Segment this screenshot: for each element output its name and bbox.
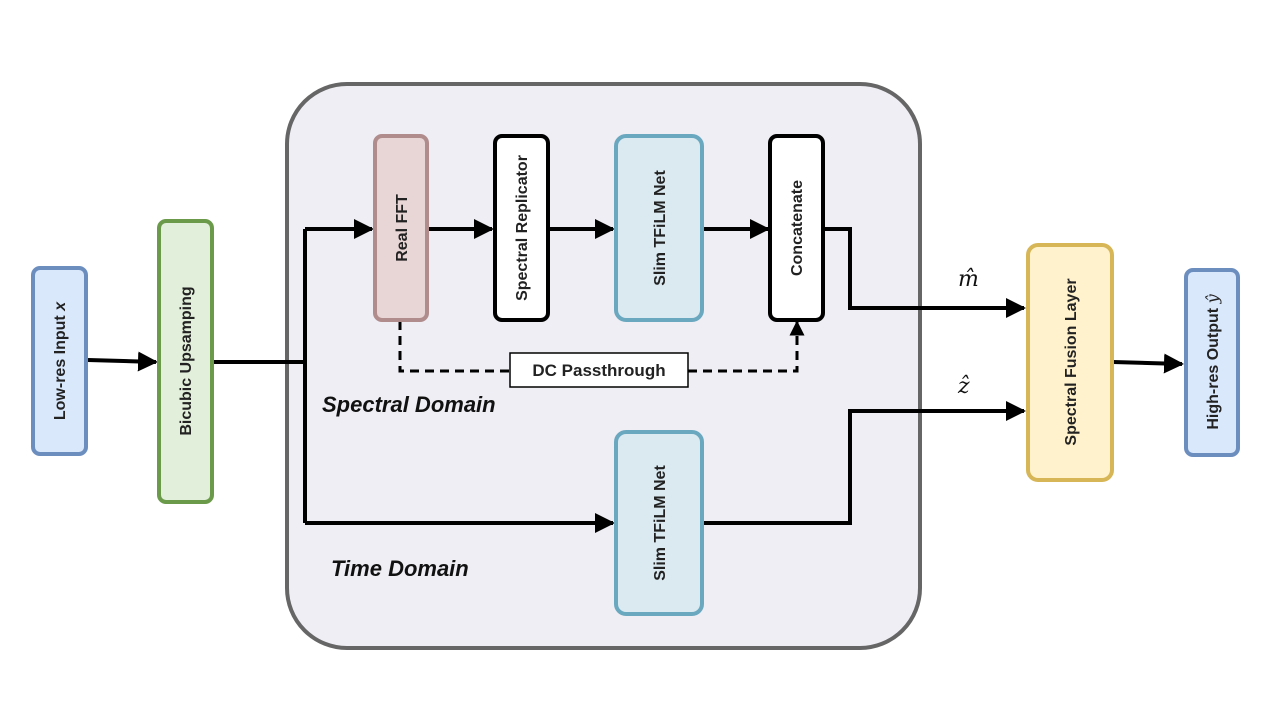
highres-output-block bbox=[1184, 268, 1240, 457]
real-fft-label: Real FFT bbox=[394, 194, 411, 262]
m-hat-label: m̂ bbox=[958, 267, 979, 292]
dc-passthrough-label: DC Passthrough bbox=[532, 361, 665, 380]
concatenate-block bbox=[768, 134, 825, 322]
dc-passthrough-path bbox=[398, 320, 805, 373]
slim-tfilm-time-label: Slim TFiLM Net bbox=[652, 465, 669, 581]
highres-output-var: ŷ bbox=[1203, 293, 1222, 304]
dc-passthrough-box bbox=[509, 352, 689, 388]
highres-output-label: High-res Output ŷ bbox=[1203, 293, 1222, 429]
slim-tfilm-time-block bbox=[614, 430, 704, 616]
arrow-fusion-to-output bbox=[1112, 353, 1184, 374]
arrow-concat-to-fusion bbox=[825, 227, 1026, 318]
concatenate-label: Concatenate bbox=[789, 180, 806, 276]
z-hat-label: ẑ bbox=[957, 374, 970, 399]
spectral-replicator-label: Spectral Replicator bbox=[514, 155, 531, 301]
bicubic-upsampling-label: Bicubic Upsamping bbox=[178, 286, 195, 435]
spectral-replicator-block bbox=[493, 134, 550, 322]
slim-tfilm-spectral-label: Slim TFiLM Net bbox=[652, 170, 669, 286]
spectral-fusion-block bbox=[1026, 243, 1114, 482]
connectors bbox=[87, 219, 1184, 533]
real-fft-block bbox=[373, 134, 429, 322]
lowres-input-block bbox=[31, 266, 88, 456]
time-domain-label: Time Domain bbox=[331, 556, 469, 581]
spectral-fusion-label: Spectral Fusion Layer bbox=[1063, 278, 1080, 445]
spectral-domain-label: Spectral Domain bbox=[322, 392, 496, 417]
bicubic-upsampling-block bbox=[157, 219, 214, 504]
slim-tfilm-spectral-block bbox=[614, 134, 704, 322]
lowres-input-var: x bbox=[52, 301, 69, 312]
arrow-time-to-fusion bbox=[703, 401, 1026, 525]
lowres-input-label: Low-res Input x bbox=[52, 301, 69, 420]
arrow-input-to-bicubic bbox=[87, 351, 158, 372]
